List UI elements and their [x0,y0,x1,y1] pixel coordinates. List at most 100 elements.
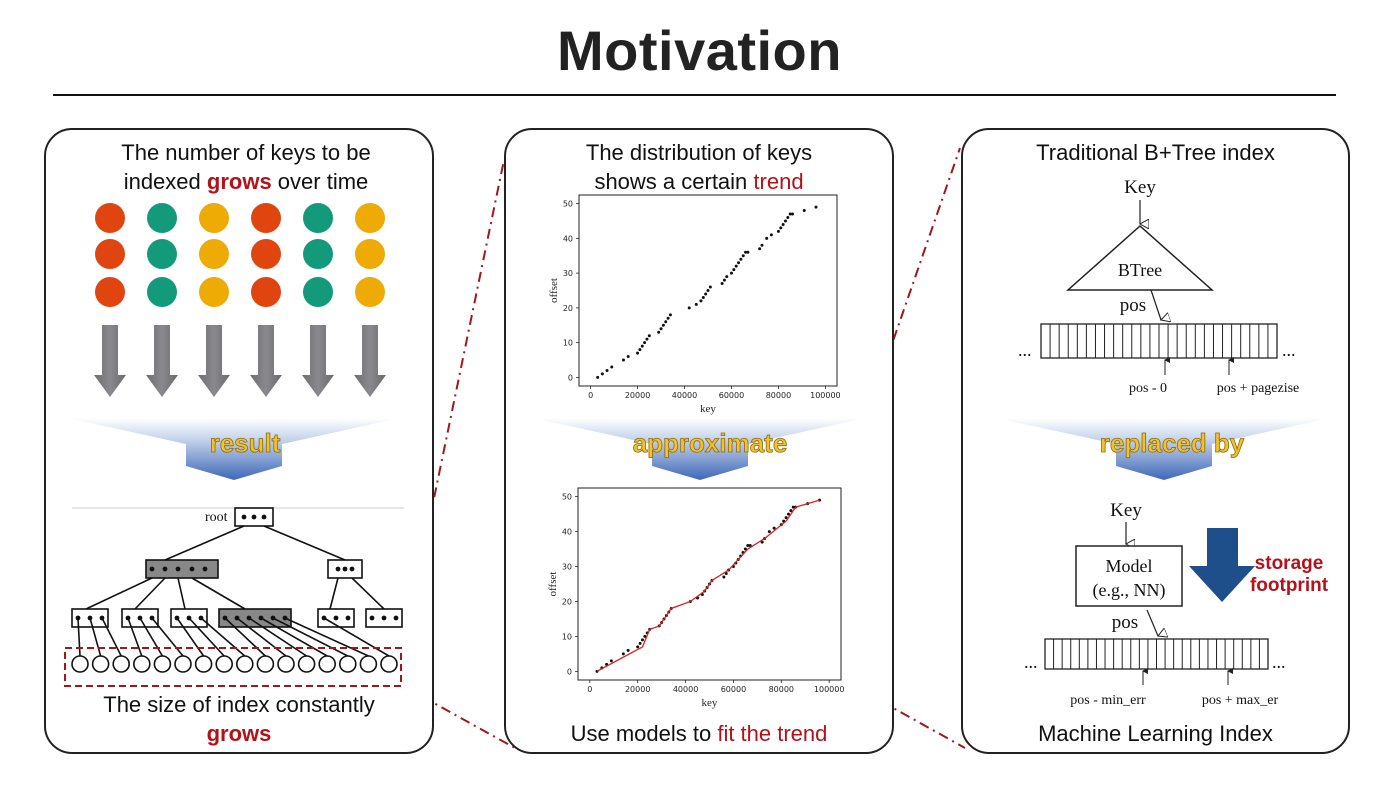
scatter-point [706,289,710,292]
model-label-line1: Model [1106,556,1153,576]
panel2-emph-fit: fit the trend [717,721,828,746]
leaf-node [91,655,110,673]
key-dot [303,203,333,233]
pointer-dot [175,566,181,572]
y-axis-label: offset [548,278,560,303]
scatter-point [659,327,663,331]
pointer-dot [99,615,105,621]
scatter-point [760,540,764,544]
scatter-point [701,295,705,299]
y-tick-label: 50 [563,200,573,209]
pointer-dot [137,615,143,621]
scatter-point [645,337,649,341]
pointer-dot [258,615,264,621]
scatter-point [779,226,783,230]
key-dot [147,203,177,233]
pointer-dot [186,615,192,621]
key-dot [95,277,125,307]
scatter-point [694,302,698,306]
pointer-dot [125,615,131,621]
scatter-point [746,250,750,254]
key-dot [147,277,177,307]
scatter-point [765,236,769,240]
panel1-top-line2-post: over time [271,169,369,194]
key-dot [355,277,385,307]
key-dot [303,277,333,307]
y-tick-label: 30 [562,563,572,572]
btree-triangle [1066,224,1214,291]
btree-pos-label: pos [1120,295,1146,316]
leaf-edge [139,617,164,657]
scatter-point [737,261,741,265]
leaf-edge [176,617,205,657]
scatter-point [666,316,670,320]
scatter-point [626,648,630,652]
scatter-point [687,306,691,310]
panel2-top-line1: The distribution of keys [585,140,813,165]
leaf-node [380,655,398,673]
leaf-node [133,655,151,673]
scatter-point [722,278,726,282]
ml-key-label: Key [1110,500,1142,521]
panel2-bottom-pre: Use models to [570,721,718,746]
panel1-bottom-line1: The size of index constantly [103,692,375,717]
bplus-tree-diagram: root [64,507,404,687]
scatter-point [772,526,776,530]
pointer-dot [369,615,375,621]
panel1-bottom-text: The size of index constantly grows [46,690,432,748]
y-tick-label: 0 [568,373,573,382]
scatter-point [640,344,644,348]
leaf-edge [260,617,328,657]
leaf-node [359,655,378,673]
scatter-point [789,509,793,513]
model-box [1075,545,1183,607]
scatter-point [720,282,724,286]
leaf-edge [248,617,308,657]
slide-title: Motivation [557,19,842,82]
tree-node-leaf-parent [218,608,292,628]
key-dot [355,203,385,233]
scatter-point [647,334,651,338]
scatter-point [769,233,773,237]
pointer-dot [381,615,387,621]
down-arrows [94,325,386,397]
btree-label: BTree [1118,260,1162,280]
leaf-edge [224,617,266,657]
key-dots-grid [95,203,385,307]
scatter-point [781,222,785,226]
y-axis-label: offset [547,572,559,597]
btree-pos-plus-label: pos + pagezise [1217,381,1300,396]
scatter-point [600,372,604,376]
pointer-dot [202,566,208,572]
scatter-point [743,547,747,551]
model-label-line2: (e.g., NN) [1093,580,1166,601]
y-tick-label: 40 [563,234,573,243]
x-tick-label: 80000 [769,685,794,694]
y-tick-label: 30 [563,269,573,278]
scatter-point [784,516,788,520]
pointer-dot [189,566,195,572]
leaf-node [215,655,233,673]
tree-root-label: root [205,510,228,525]
x-tick-label: 0 [588,391,593,400]
leaf-node [236,655,254,673]
ml-ellipsis-right: ... [1272,652,1286,672]
scatter-point [786,512,790,516]
fitted-line [596,499,820,672]
pointer-dot [174,615,180,621]
pointer-dot [87,615,93,621]
panel2-top-line2: shows a certain trend [506,167,892,196]
down-arrow [302,325,334,397]
btree-key-label: Key [1124,177,1156,198]
scatter-point [734,264,738,268]
ml-pos-plus-label: pos + max_er [1202,693,1279,708]
key-dot [199,239,229,269]
scatter-point [788,212,792,216]
leaf-node [194,655,213,673]
scatter-point [621,652,625,656]
btree-ellipsis-left: ... [1018,340,1032,360]
scatter-point [643,634,647,638]
approximate-arrow-label: approximate [633,428,788,458]
